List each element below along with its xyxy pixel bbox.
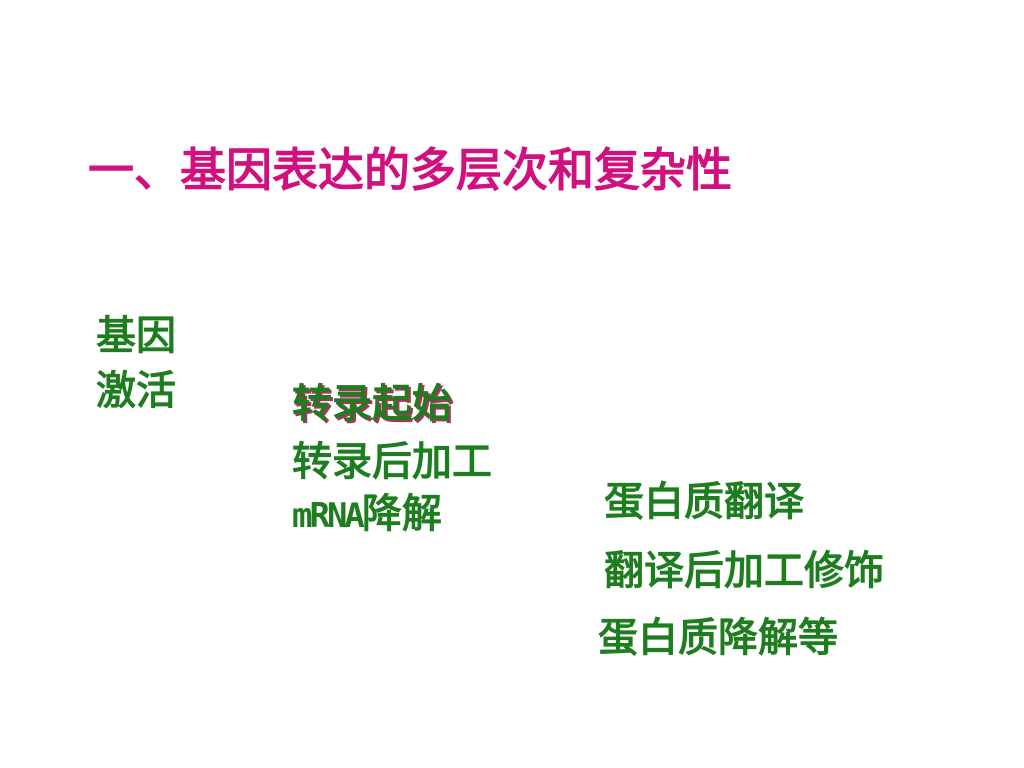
mrna-suffix: 降解 <box>361 490 442 537</box>
transcription-initiation: 转录起始 <box>292 380 452 427</box>
protein-translation: 蛋白质翻译 <box>604 478 804 525</box>
gene-activation-line1: 基因 <box>96 312 176 359</box>
mrna-degradation: mRNA降解 <box>292 488 442 542</box>
mrna-prefix: mRNA <box>292 496 365 536</box>
slide-title: 一、基因表达的多层次和复杂性 <box>88 143 732 197</box>
gene-activation-line2: 激活 <box>96 367 176 414</box>
protein-degradation: 蛋白质降解等 <box>598 614 838 661</box>
post-transcription-processing: 转录后加工 <box>292 438 492 485</box>
post-translation-modification: 翻译后加工修饰 <box>604 547 884 594</box>
